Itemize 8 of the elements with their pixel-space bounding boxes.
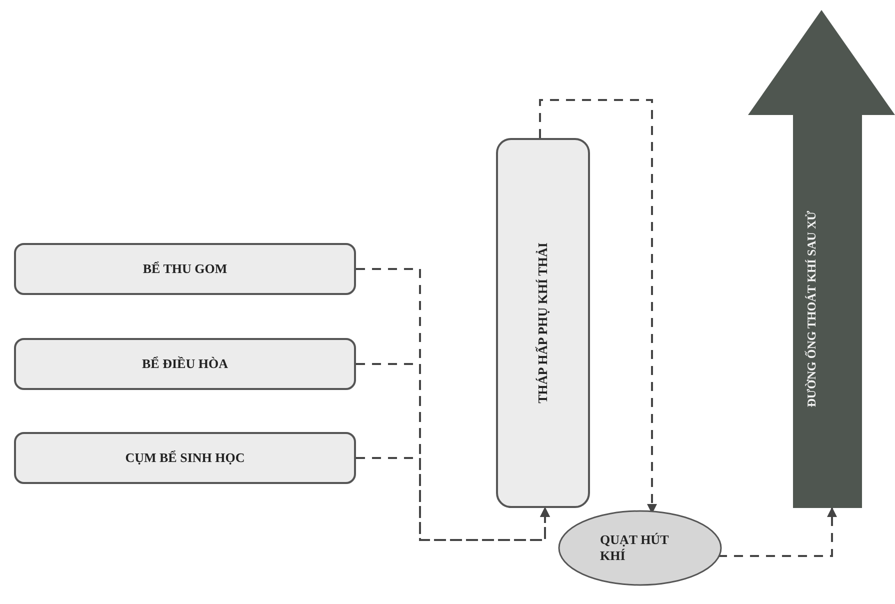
node-label: QUẠT HÚT KHÍ (600, 532, 670, 564)
node-label: CỤM BỂ SINH HỌC (125, 450, 245, 466)
node-label: THÁP HẤP PHỤ KHÍ THẢI (535, 242, 551, 404)
dashed-arrow (356, 457, 550, 541)
node-label: BỂ THU GOM (142, 261, 228, 277)
node-label: ĐƯỜNG ỐNG THOÁT KHÍ SAU XỬ (804, 210, 819, 408)
dashed-arrow (718, 507, 837, 557)
node-label: BỂ ĐIỀU HÒA (142, 356, 228, 372)
